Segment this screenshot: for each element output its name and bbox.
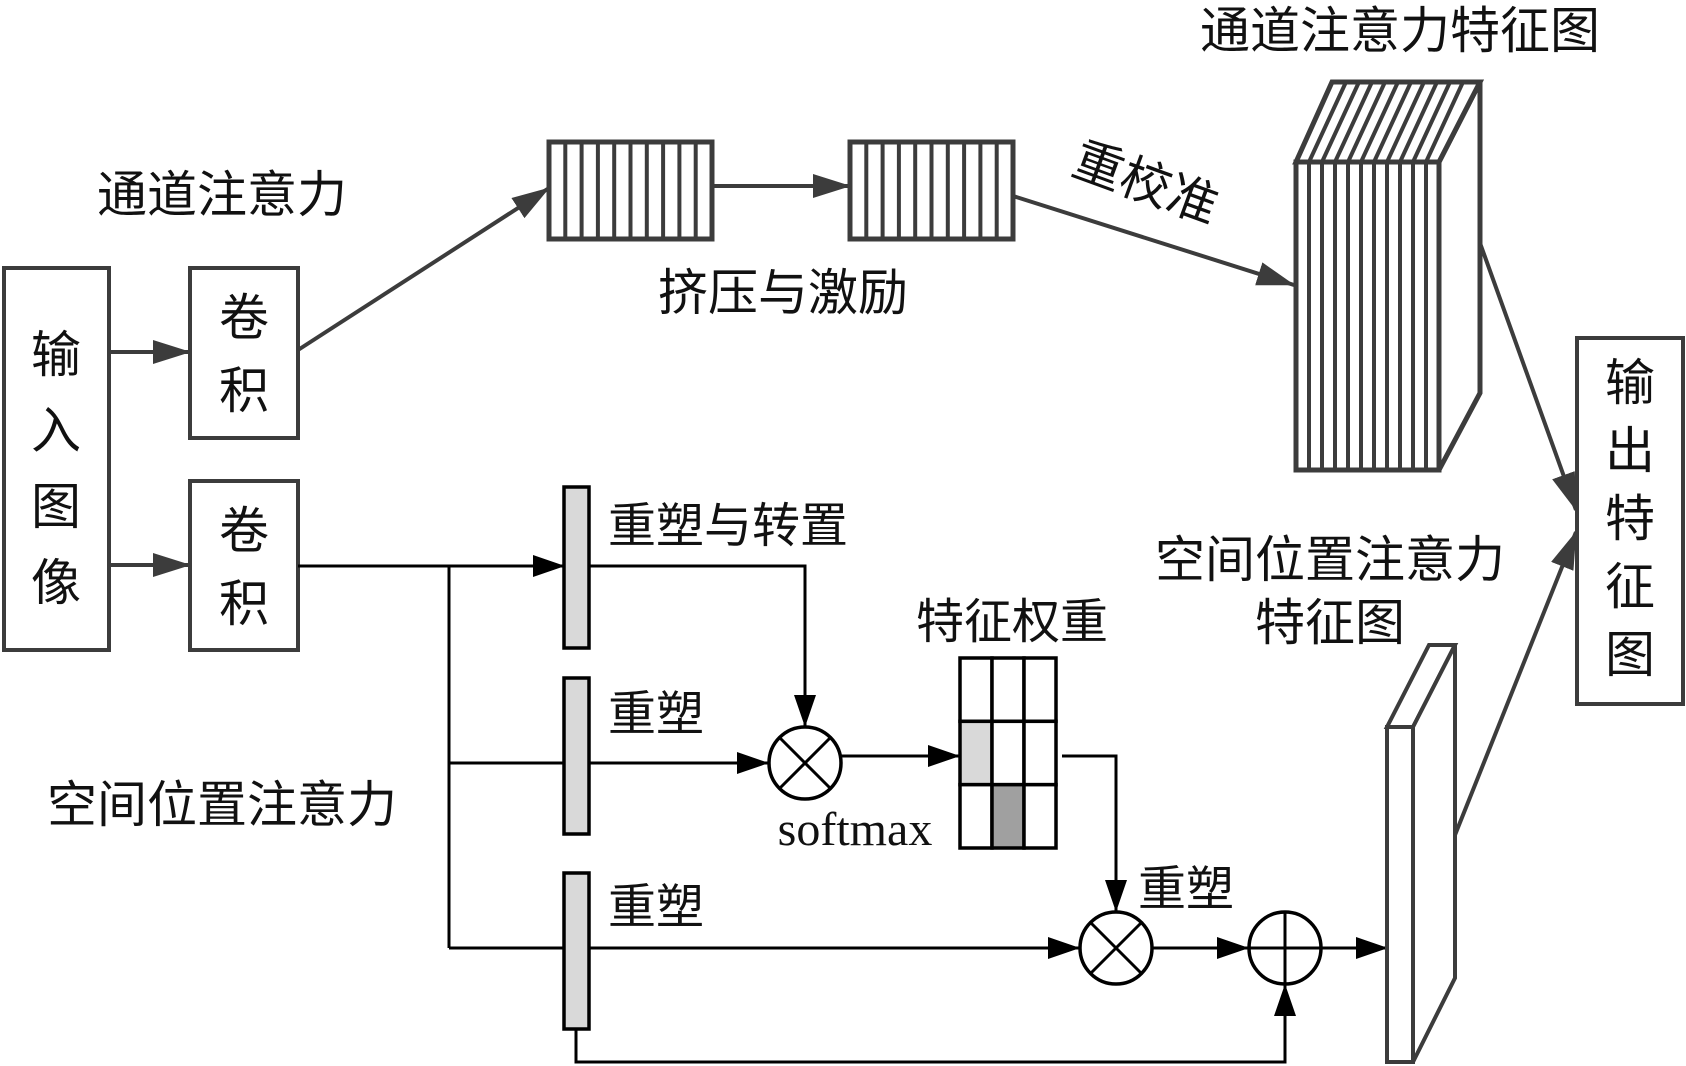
output-label-char: 出 (1605, 422, 1655, 480)
softmax-label: softmax (778, 803, 933, 856)
output-label-char: 征 (1605, 558, 1655, 616)
line-residual-to-add (574, 984, 1296, 1064)
weight-cell (990, 656, 1026, 724)
feature-weight-label: 特征权重 (916, 594, 1108, 650)
block-top-stripe (1372, 81, 1413, 163)
feature-weight-matrix (958, 656, 1058, 850)
output-feature-map-box: 输 出 特 征 图 (1575, 336, 1685, 706)
reshape-transpose-label: 重塑与转置 (608, 498, 848, 554)
input-label-char: 像 (31, 554, 81, 612)
input-label-char: 输 (31, 326, 81, 384)
arrow-conv-to-se (296, 186, 551, 352)
block-top-stripe (1411, 81, 1452, 163)
input-label-char: 入 (31, 402, 81, 460)
block-front-face (1293, 159, 1442, 473)
weight-cell (1022, 656, 1058, 724)
block-top-stripe (1424, 81, 1465, 163)
weight-cell (990, 719, 1026, 787)
squeeze-excite-label: 挤压与激励 (658, 264, 908, 322)
output-label-char: 特 (1605, 490, 1655, 548)
reshape-transpose-bar (562, 485, 591, 650)
se-block-squeeze (546, 139, 715, 242)
conv-label-char: 卷 (219, 289, 269, 347)
block-top-stripe (1398, 81, 1439, 163)
output-label-char: 图 (1605, 626, 1655, 684)
weight-cell (958, 719, 994, 787)
input-image-box: 输 入 图 像 (2, 266, 111, 652)
channel-attention-title: 通道注意力 (97, 166, 347, 224)
spatial-attention-title: 空间位置注意力 (47, 776, 397, 834)
conv-label-char: 积 (219, 575, 269, 633)
channel-feature-map-label: 通道注意力特征图 (1200, 2, 1600, 60)
spatial-feature-map-label-line2: 特征图 (1255, 594, 1405, 652)
line-transpose-to-multiply (589, 564, 816, 727)
spatial-attention-feature-map (1383, 643, 1459, 1064)
weight-cell (958, 782, 994, 850)
spatial-feature-map-label-line1: 空间位置注意力 (1155, 531, 1505, 589)
conv-label-char: 卷 (219, 502, 269, 560)
weight-cell (990, 782, 1026, 850)
conv-box-channel: 卷 积 (188, 266, 300, 440)
channel-attention-feature-map (1292, 79, 1485, 473)
line-weights-to-multiply (1062, 754, 1127, 912)
conv-label-char: 积 (219, 362, 269, 420)
block-top-stripe (1359, 81, 1400, 163)
reshape-label-2: 重塑 (608, 879, 704, 935)
arrow-channel-to-output (1478, 242, 1578, 511)
conv-box-spatial: 卷 积 (188, 479, 300, 652)
multiply-operator-2 (1078, 910, 1154, 986)
reshape-label-1: 重塑 (608, 686, 704, 742)
weight-cell (1022, 782, 1058, 850)
output-label-char: 输 (1605, 354, 1655, 412)
arrow-recalibrate (1012, 194, 1295, 287)
reshape-bar-2 (562, 871, 591, 1031)
block-top-stripe (1307, 81, 1348, 163)
block-top-stripe (1385, 81, 1426, 163)
se-block-excite (847, 139, 1016, 242)
input-label-char: 图 (31, 478, 81, 536)
reshape-bar-1 (562, 676, 591, 836)
multiply-operator-1 (767, 725, 843, 801)
add-operator (1247, 910, 1323, 986)
arrow-spatial-to-output (1453, 531, 1578, 836)
weight-cell (958, 656, 994, 724)
reshape-label-3: 重塑 (1138, 861, 1234, 917)
block-top-stripe (1320, 81, 1361, 163)
block-top-stripe (1346, 81, 1387, 163)
weight-cell (1022, 719, 1058, 787)
block-top-stripe (1333, 81, 1374, 163)
